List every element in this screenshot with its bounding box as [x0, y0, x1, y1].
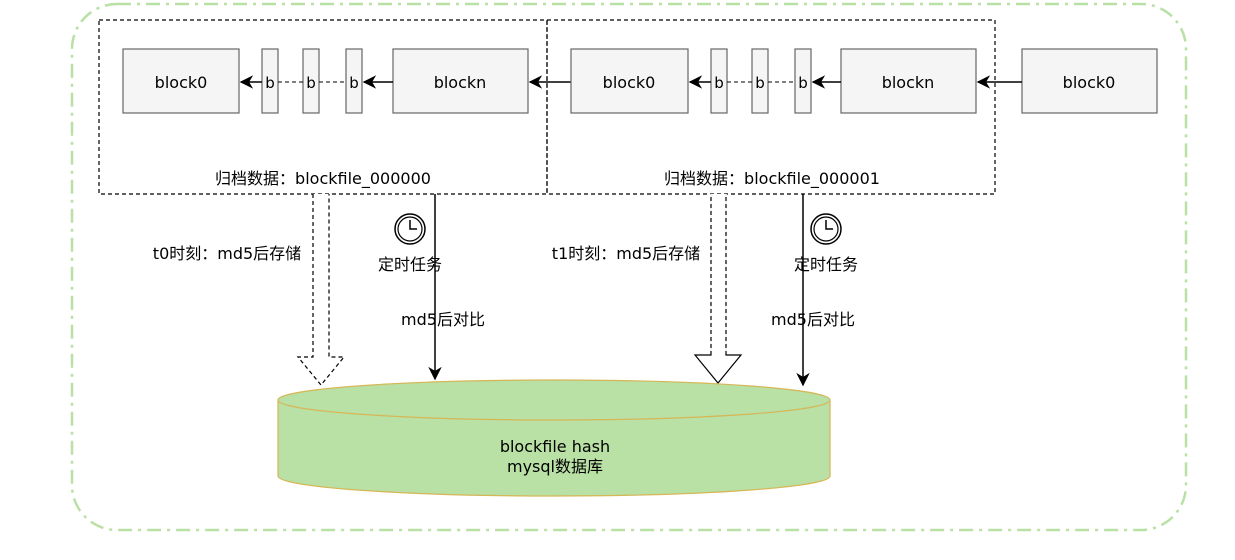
block-label: block0 — [603, 73, 656, 92]
store-arrow-dashed-0 — [296, 194, 346, 386]
clock-icon — [810, 213, 842, 245]
mini-block-box — [261, 48, 279, 114]
database-cylinder: blockfile hash mysql数据库 — [277, 379, 831, 497]
mini-block-box — [302, 48, 320, 114]
mini-block-label: b — [755, 74, 765, 92]
archive-0-chain: block0 b b b blockn 归档数据：blockfile_00000… — [122, 48, 529, 189]
database-top — [277, 379, 831, 421]
mini-block-box — [751, 48, 769, 114]
block-box — [392, 48, 529, 114]
store-label-1: t1时刻：md5后存储 — [552, 244, 700, 263]
store-label-0: t0时刻：md5后存储 — [153, 244, 301, 263]
database-body — [277, 399, 831, 497]
archive-label: 归档数据：blockfile_000001 — [664, 169, 880, 189]
mini-block-label: b — [265, 74, 275, 92]
block-label: block0 — [155, 73, 208, 92]
block-box — [570, 48, 689, 114]
mini-block-label: b — [714, 74, 724, 92]
task-label-0: 定时任务 — [378, 255, 442, 274]
compare-label-1: md5后对比 — [771, 310, 855, 329]
mini-block-label: b — [798, 74, 808, 92]
mini-block-label: b — [306, 74, 316, 92]
store-arrow-dashed-overlay — [710, 194, 727, 355]
task-label-1: 定时任务 — [794, 255, 858, 274]
outer-container — [70, 2, 1188, 532]
clock-icon — [394, 213, 426, 245]
mini-block-box — [345, 48, 363, 114]
block-label: blockn — [882, 73, 935, 92]
archive-frame-1 — [546, 19, 996, 195]
mini-block-box — [794, 48, 812, 114]
archive-1-chain: block0 b b b blockn 归档数据：blockfile_00000… — [570, 48, 977, 189]
database-line1: blockfile hash — [500, 437, 610, 456]
database-line2: mysql数据库 — [507, 457, 603, 476]
block-box — [840, 48, 977, 114]
mini-block-box — [710, 48, 728, 114]
mini-block-label: b — [349, 74, 359, 92]
incoming-block-box — [1021, 48, 1158, 114]
incoming-block-label: block0 — [1063, 73, 1116, 92]
block-box — [122, 48, 240, 114]
block-label: blockn — [434, 73, 487, 92]
compare-label-0: md5后对比 — [401, 310, 485, 329]
store-arrow-solid-1 — [693, 194, 743, 384]
archive-label: 归档数据：blockfile_000000 — [215, 169, 431, 189]
